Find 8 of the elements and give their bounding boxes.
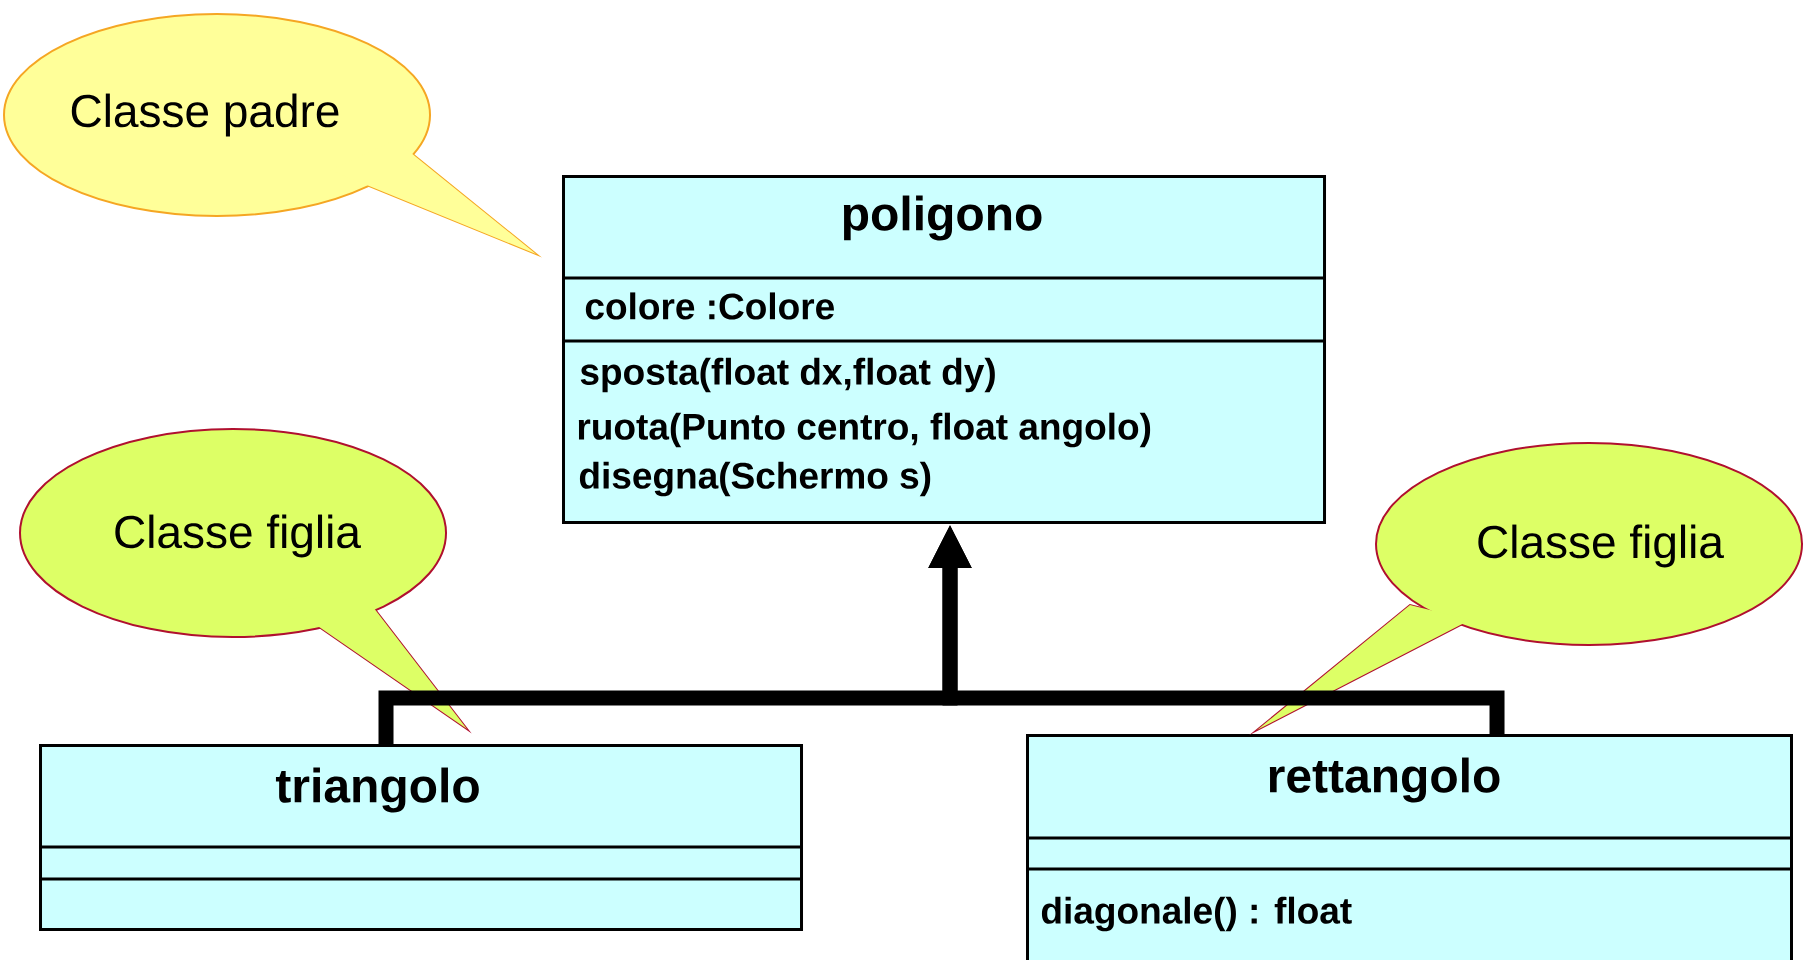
class-name: rettangolo [1269,757,1500,803]
method-text: diagonale() : float [1041,896,1352,932]
method-text: ruota(Punto centro, float angolo) [578,412,1151,448]
method-text: disegna(Schermo s) [579,461,931,497]
method-text: sposta(float dx,float dy) [580,357,995,393]
attribute-text: colore :Colore [585,292,834,320]
class-name: poligono [843,195,1042,241]
class-name: triangolo [275,767,479,813]
